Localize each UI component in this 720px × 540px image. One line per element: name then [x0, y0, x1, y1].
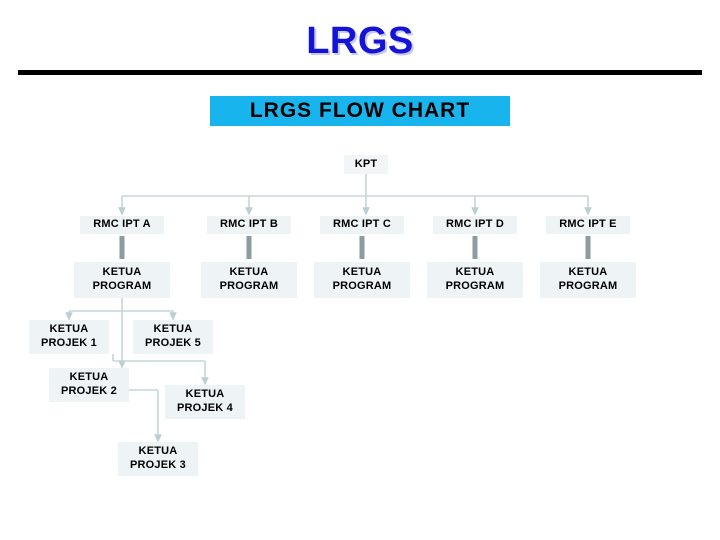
node-ketua-projek-4-line1: KETUA — [185, 388, 225, 401]
edge-program-bus — [69, 298, 173, 312]
node-ketua-program-a-line1: KETUA — [102, 266, 142, 279]
node-ketua-program-b[interactable]: KETUA PROGRAM — [201, 262, 297, 298]
node-ketua-projek-1-line1: KETUA — [49, 323, 89, 336]
node-ketua-program-d-line2: PROGRAM — [445, 280, 505, 292]
node-rmc-ipt-b-label: RMC IPT B — [219, 218, 279, 231]
node-ketua-projek-1-line2: PROJEK 1 — [40, 337, 97, 349]
node-ketua-program-a[interactable]: KETUA PROGRAM — [74, 262, 170, 298]
edge-bus-to-projek4 — [112, 354, 205, 362]
node-ketua-program-e[interactable]: KETUA PROGRAM — [540, 262, 636, 298]
edge-rmc-to-program — [119, 236, 591, 259]
node-ketua-projek-5-line2: PROJEK 5 — [144, 337, 201, 349]
node-ketua-program-b-line1: KETUA — [229, 266, 269, 279]
node-ketua-projek-3[interactable]: KETUA PROJEK 3 — [118, 442, 198, 476]
node-rmc-ipt-b[interactable]: RMC IPT B — [207, 216, 291, 234]
node-kpt-label: KPT — [354, 157, 378, 170]
node-ketua-projek-5-line1: KETUA — [153, 323, 193, 336]
edge-kpt-to-rmc — [118, 196, 592, 216]
node-rmc-ipt-d-label: RMC IPT D — [445, 218, 505, 231]
node-ketua-projek-4[interactable]: KETUA PROJEK 4 — [165, 385, 245, 419]
node-rmc-ipt-e[interactable]: RMC IPT E — [546, 216, 630, 234]
node-ketua-program-c-line1: KETUA — [342, 266, 382, 279]
title-divider — [18, 70, 702, 75]
node-rmc-ipt-a[interactable]: RMC IPT A — [80, 216, 164, 234]
node-ketua-projek-5[interactable]: KETUA PROJEK 5 — [133, 320, 213, 354]
node-rmc-ipt-a-label: RMC IPT A — [93, 218, 151, 231]
node-ketua-program-c[interactable]: KETUA PROGRAM — [314, 262, 410, 298]
node-ketua-projek-1[interactable]: KETUA PROJEK 1 — [29, 320, 109, 354]
node-ketua-program-b-line2: PROGRAM — [219, 280, 279, 292]
node-ketua-program-c-line2: PROGRAM — [332, 280, 392, 292]
node-ketua-projek-2-line2: PROJEK 2 — [60, 385, 117, 397]
node-ketua-projek-4-line2: PROJEK 4 — [176, 402, 233, 414]
node-rmc-ipt-c[interactable]: RMC IPT C — [320, 216, 404, 234]
node-ketua-program-a-line2: PROGRAM — [92, 280, 152, 292]
node-ketua-projek-3-line1: KETUA — [138, 445, 178, 458]
node-ketua-projek-2[interactable]: KETUA PROJEK 2 — [49, 368, 129, 402]
edge-program-to-projek1-5 — [65, 311, 177, 321]
node-rmc-ipt-e-label: RMC IPT E — [559, 218, 617, 231]
node-ketua-projek-3-line2: PROJEK 3 — [129, 459, 186, 471]
flow-chart-banner: LRGS FLOW CHART — [210, 96, 510, 126]
node-ketua-projek-2-line1: KETUA — [69, 371, 109, 384]
node-rmc-ipt-d[interactable]: RMC IPT D — [433, 216, 517, 234]
node-rmc-ipt-c-label: RMC IPT C — [332, 218, 392, 231]
node-ketua-program-e-line2: PROGRAM — [558, 280, 618, 292]
node-kpt[interactable]: KPT — [344, 155, 388, 174]
edge-kpt-bus — [122, 174, 588, 197]
page-title: LRGS — [306, 20, 414, 62]
node-ketua-program-d[interactable]: KETUA PROGRAM — [427, 262, 523, 298]
node-ketua-program-e-line1: KETUA — [568, 266, 608, 279]
node-ketua-program-d-line1: KETUA — [455, 266, 495, 279]
